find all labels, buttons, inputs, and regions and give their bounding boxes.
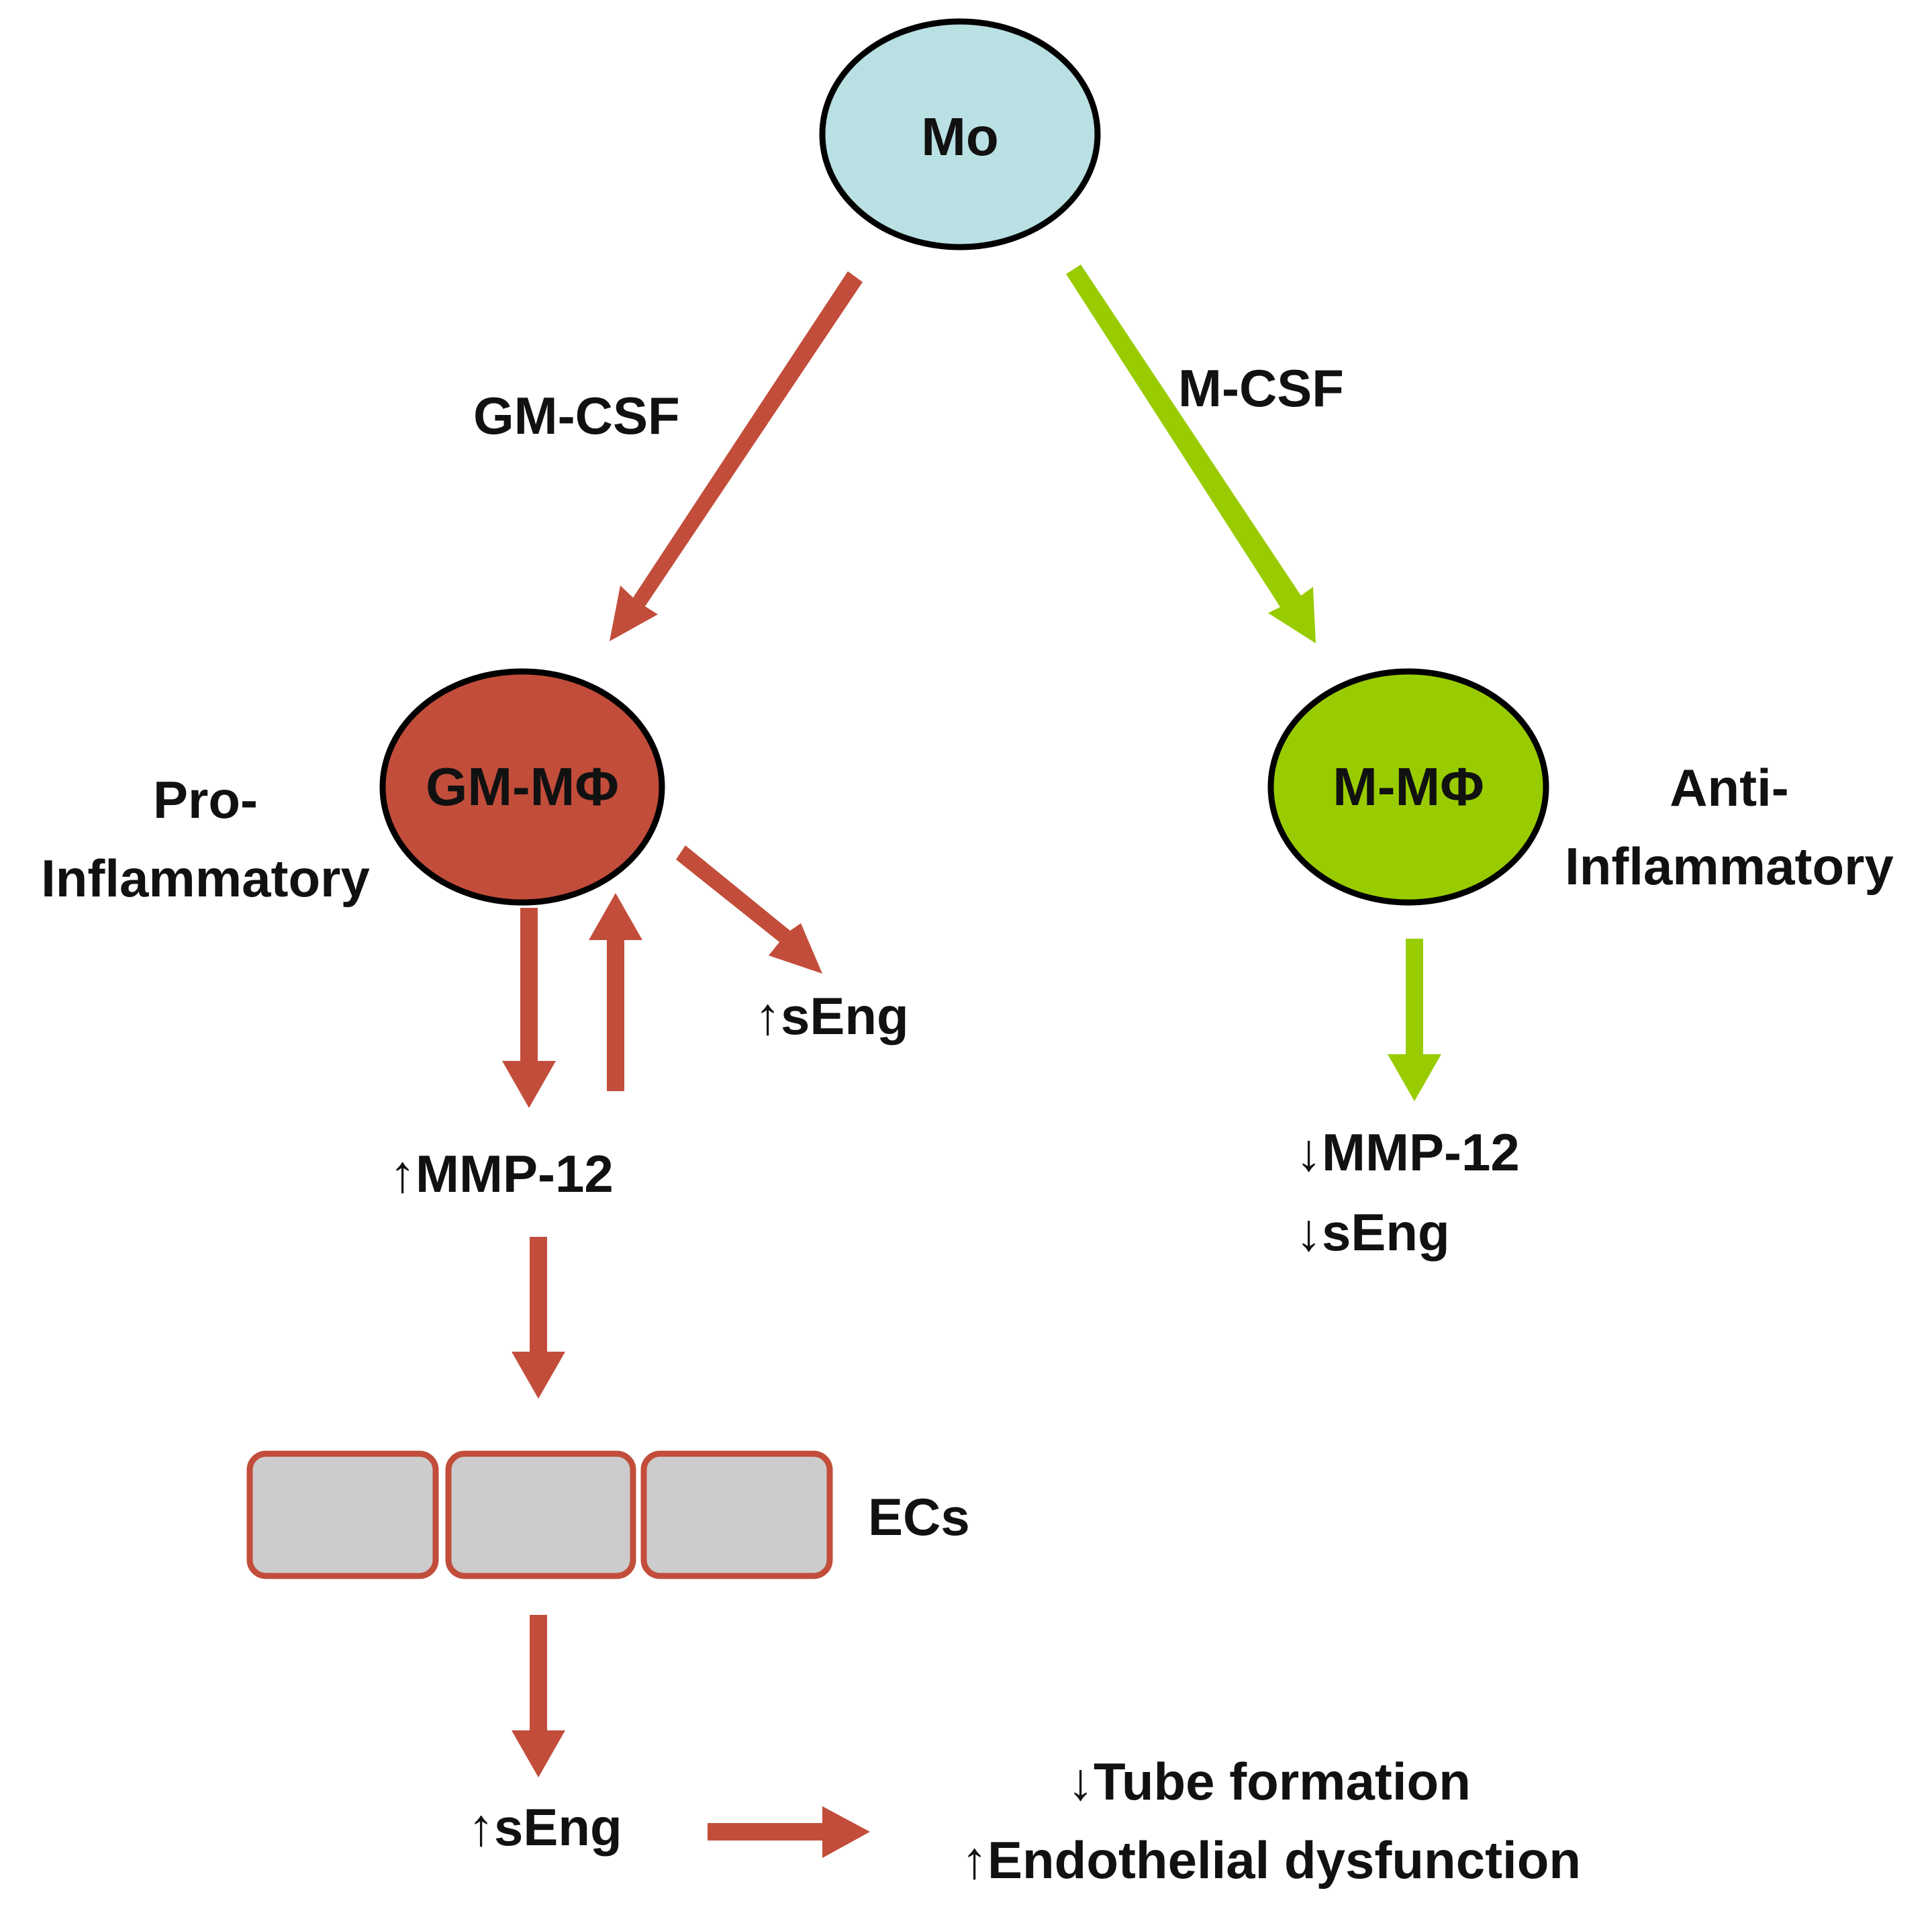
endothelial-dysfunction-label: ↑Endothelial dysfunction <box>961 1830 1581 1890</box>
mmp-to-ecs-arrow <box>512 1237 565 1399</box>
m-macrophage-node <box>1267 668 1549 906</box>
gm-seng-label: ↑sEng <box>755 986 909 1045</box>
ecs-to-seng-arrow <box>512 1615 565 1777</box>
anti-arrows <box>1066 265 1441 1101</box>
tube-formation-label: ↓Tube formation <box>1067 1752 1471 1811</box>
mo-to-gm-arrow <box>610 271 863 641</box>
mo-node-label: Mo <box>921 107 999 167</box>
ec-cell-1 <box>246 1450 439 1579</box>
ec-cell-3 <box>640 1450 833 1579</box>
seng-to-outcome-arrow <box>708 1806 870 1858</box>
m-to-mmp-down-arrow <box>1388 939 1441 1101</box>
ec-seng-label: ↑sEng <box>468 1798 622 1857</box>
m-mmp12-label: ↓MMP-12 <box>1296 1123 1520 1182</box>
ec-cell-2 <box>445 1450 636 1579</box>
gm-to-seng-arrow <box>676 845 822 974</box>
gm-to-mmp-down-arrow <box>502 908 556 1108</box>
gm-mmp12-label: ↑MMP-12 <box>389 1144 614 1203</box>
m-seng-label: ↓sEng <box>1296 1203 1450 1262</box>
pro-arrows <box>502 271 870 1858</box>
endothelial-cells <box>246 1450 833 1579</box>
pro-inflammatory-line-1: Pro- <box>153 770 258 829</box>
gm-csf-label: GM-CSF <box>473 386 680 445</box>
ecs-label: ECs <box>868 1487 970 1546</box>
m-macrophage-label: M-MΦ <box>1333 757 1484 817</box>
mo-to-m-arrow <box>1066 265 1316 643</box>
anti-inflammatory-line-2: Inflammatory <box>1565 837 1894 896</box>
anti-inflammatory-line-1: Anti- <box>1670 758 1789 817</box>
pro-inflammatory-line-2: Inflammatory <box>41 849 370 908</box>
m-csf-label: M-CSF <box>1178 359 1344 418</box>
mmp-to-gm-up-arrow <box>589 893 642 1091</box>
gm-macrophage-node <box>379 668 665 906</box>
mo-node <box>819 18 1101 250</box>
gm-macrophage-label: GM-MΦ <box>426 757 619 817</box>
